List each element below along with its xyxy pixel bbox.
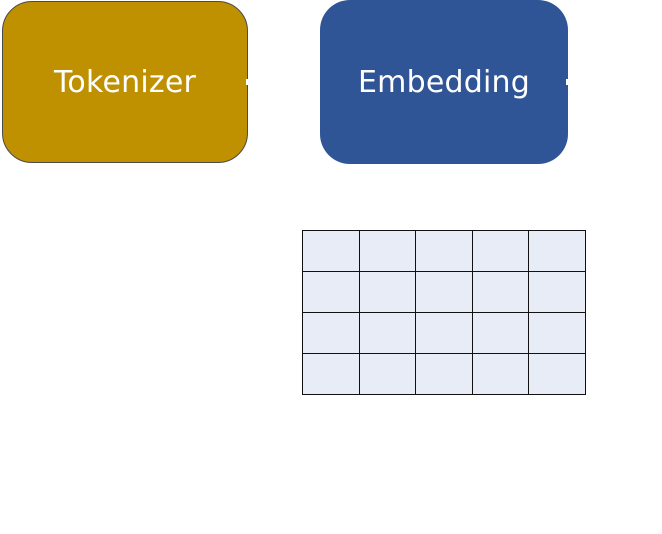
matrix-cell: [303, 354, 360, 395]
matrix-cell: [472, 354, 530, 395]
matrix-cell: [303, 272, 360, 313]
matrix-cell: [529, 272, 586, 313]
matrix-cell: [303, 313, 360, 354]
tokenizer-label: Tokenizer: [53, 64, 197, 100]
matrix-cell: [303, 231, 360, 272]
matrix-cell: [416, 231, 473, 272]
matrix-cell: [359, 231, 417, 272]
embedding-matrix: [302, 230, 586, 395]
embedding-connector-stub: [566, 79, 569, 85]
matrix-cell: [359, 313, 417, 354]
embedding-label: Embedding: [358, 64, 530, 100]
matrix-cell: [472, 272, 530, 313]
matrix-cell: [359, 354, 417, 395]
matrix-cell: [359, 272, 417, 313]
matrix-cell: [416, 272, 473, 313]
tokenizer-box: Tokenizer: [2, 1, 248, 163]
matrix-cell: [529, 313, 586, 354]
matrix-cell: [529, 231, 586, 272]
matrix-cell: [529, 354, 586, 395]
matrix-cell: [472, 231, 530, 272]
tokenizer-connector-stub: [246, 79, 249, 85]
matrix-cell: [416, 354, 473, 395]
matrix-cell: [416, 313, 473, 354]
embedding-box: Embedding: [320, 0, 568, 164]
matrix-cell: [472, 313, 530, 354]
